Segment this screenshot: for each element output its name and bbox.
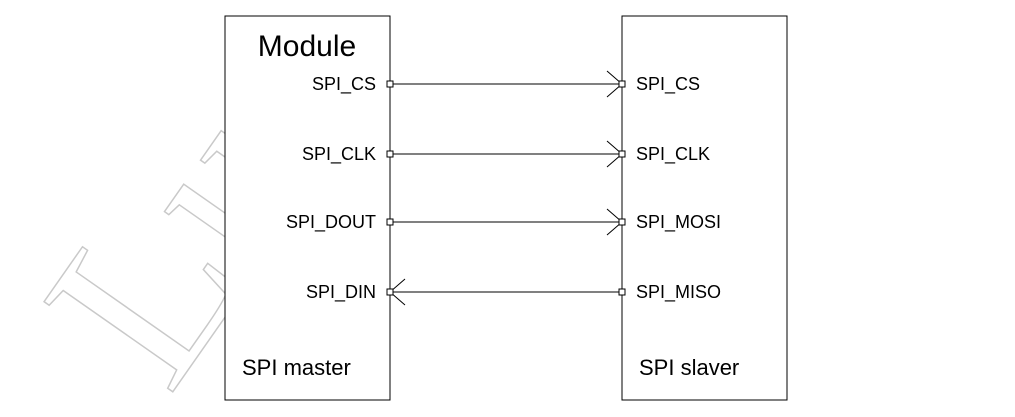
pin-marker [618, 288, 626, 296]
slave-pin-label: SPI_CLK [636, 144, 710, 165]
master-pin-label: SPI_DOUT [286, 212, 376, 233]
pin-marker [386, 218, 394, 226]
pin-marker [618, 80, 626, 88]
master-block [224, 15, 391, 401]
slave-pin-label: SPI_MOSI [636, 212, 721, 233]
slave-block [621, 15, 788, 401]
slave-pin-label: SPI_MISO [636, 282, 721, 303]
pin-marker [618, 150, 626, 158]
master-caption: SPI master [242, 355, 351, 380]
pin-marker [386, 150, 394, 158]
pin-marker [618, 218, 626, 226]
slave-pin-label: SPI_CS [636, 74, 700, 95]
master-pin-label: SPI_DIN [306, 282, 376, 303]
slave-caption: SPI slaver [639, 355, 739, 380]
pin-marker [386, 288, 394, 296]
master-title: Module [258, 30, 356, 63]
master-pin-label: SPI_CS [312, 74, 376, 95]
pin-marker [386, 80, 394, 88]
master-pin-label: SPI_CLK [302, 144, 376, 165]
